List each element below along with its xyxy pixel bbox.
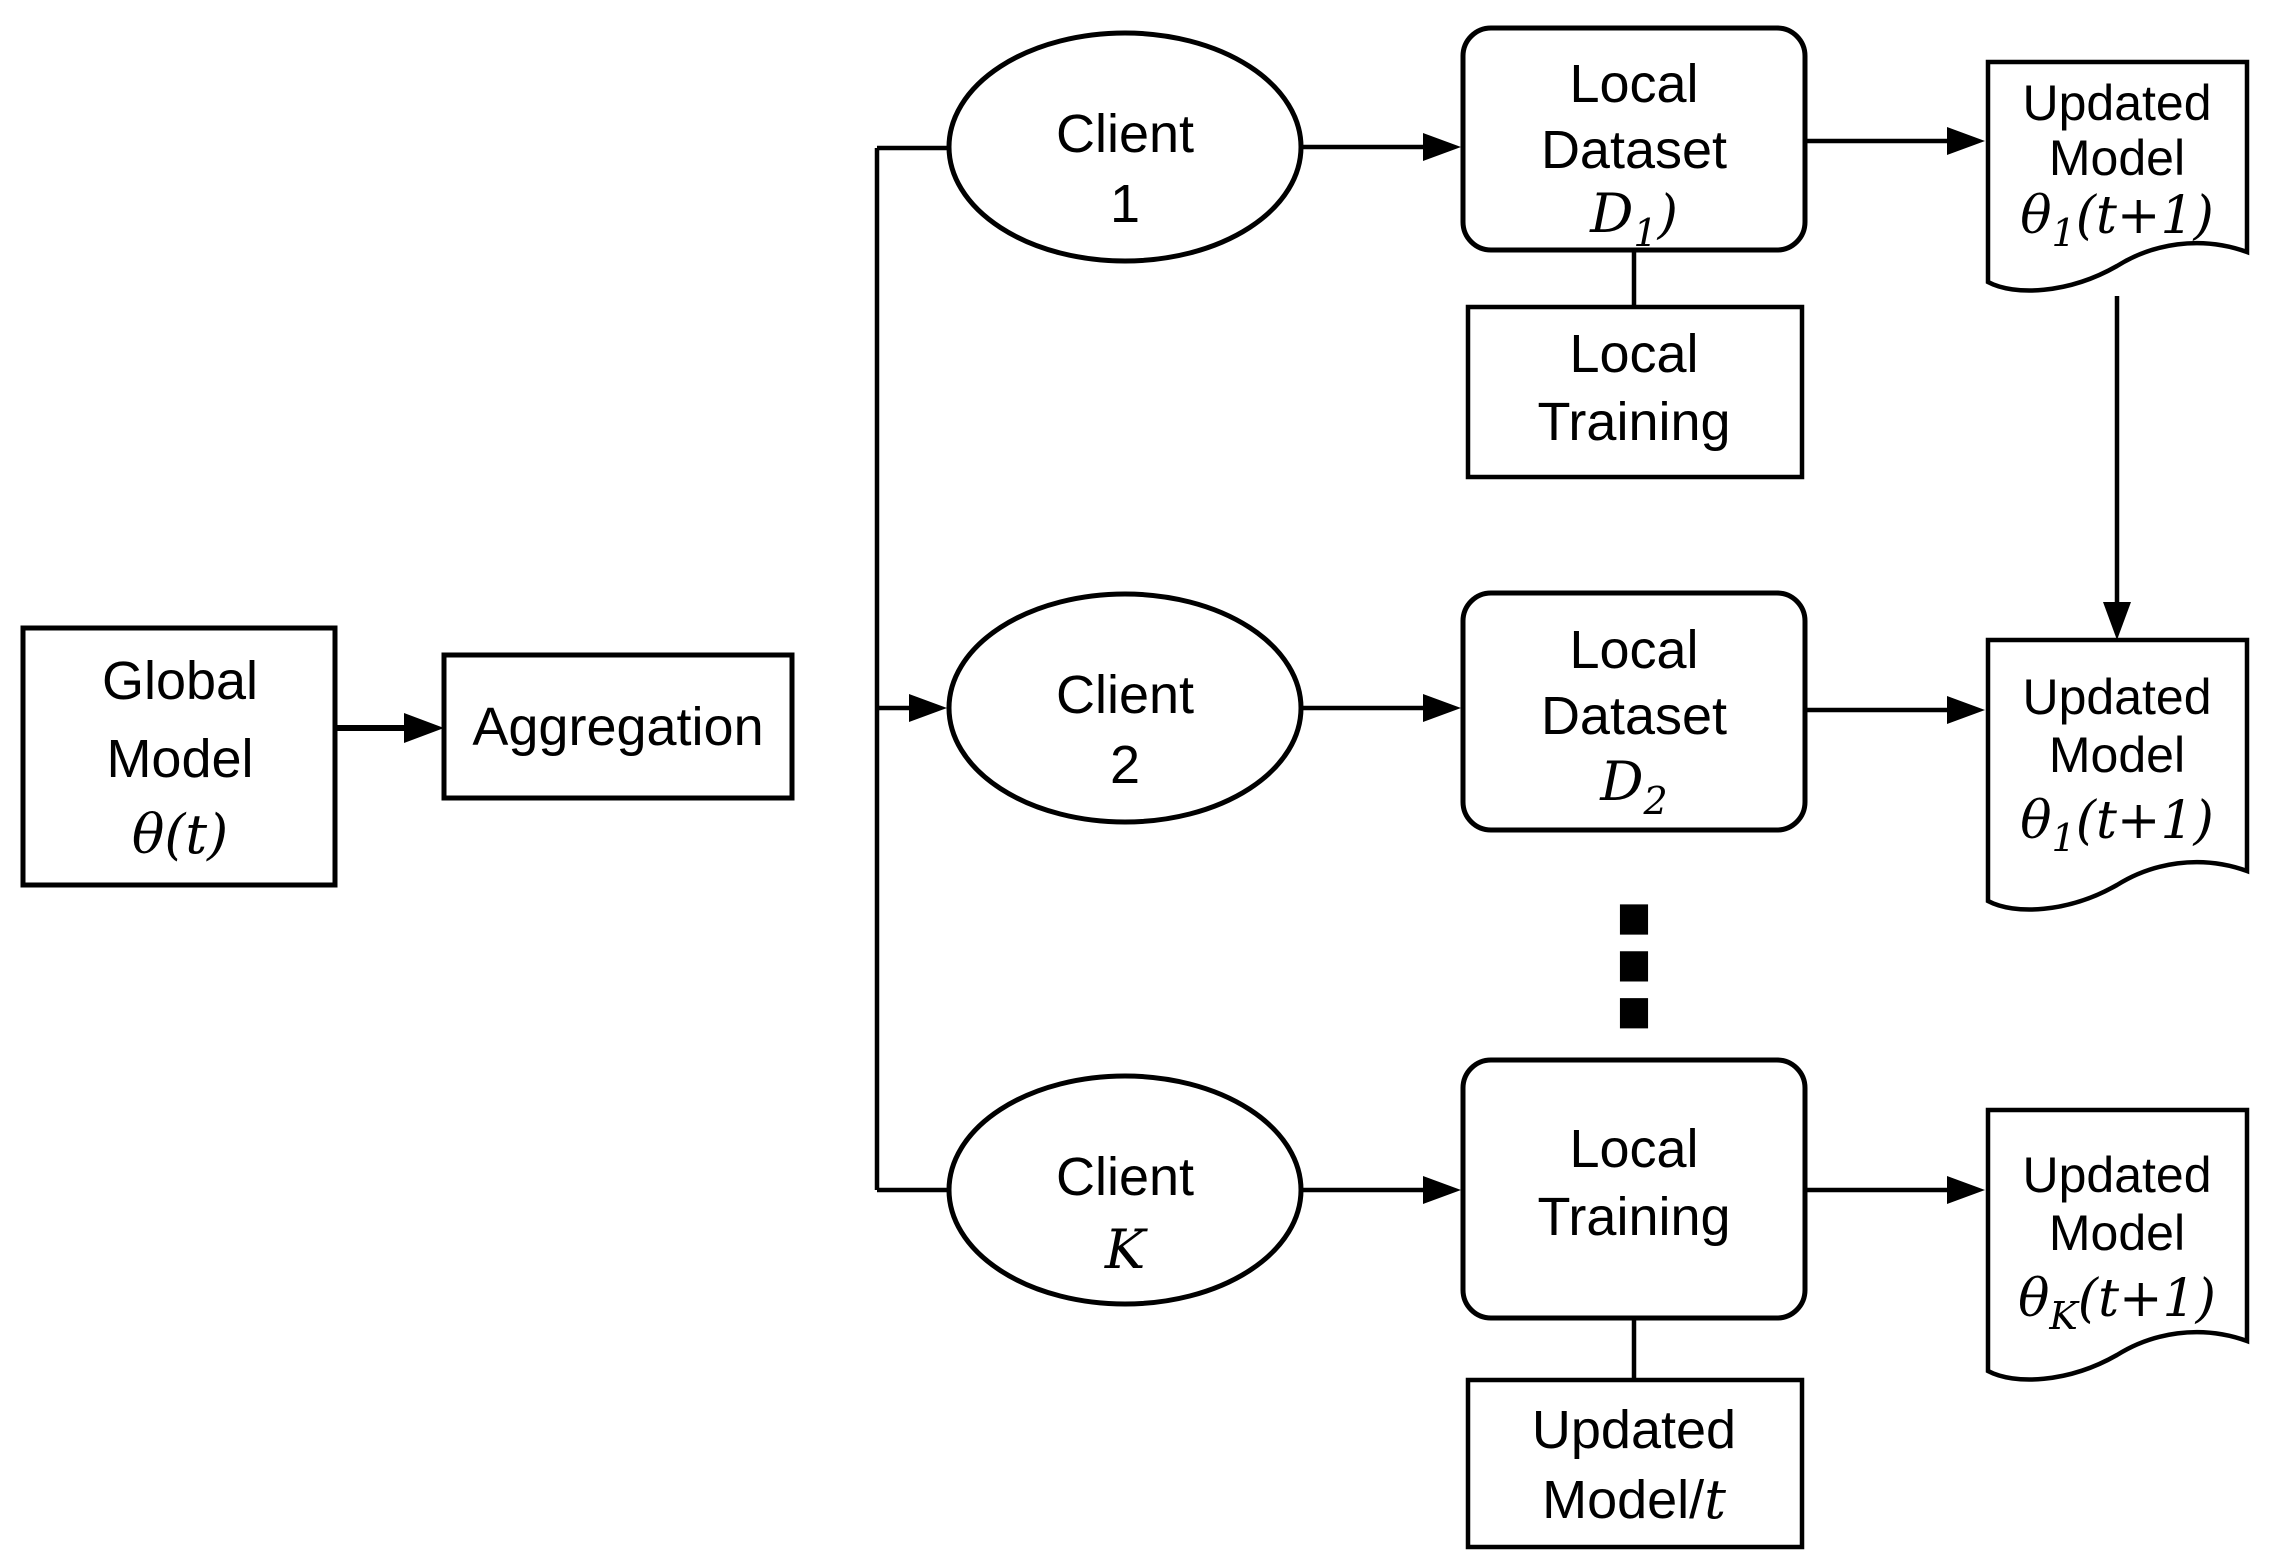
- local-training-1-box: Local Training: [1465, 304, 1805, 480]
- local-dataset-1-sub: 1: [1633, 211, 1657, 255]
- updated-model-1b-sym: θ: [2020, 791, 2051, 851]
- updated-model-k-line2: Model: [2049, 1205, 2185, 1261]
- local-training-1-line2: Training: [1537, 392, 1730, 452]
- updated-model-1b-sub: 1: [2052, 816, 2076, 860]
- arrow-global-to-aggregation: [335, 713, 444, 743]
- arrow-dataset2-to-updated2: [1805, 696, 1985, 724]
- client-1-line2: 1: [1110, 174, 1140, 234]
- local-dataset-1-line1: Local: [1569, 54, 1698, 114]
- global-model-line1: Global: [102, 651, 258, 711]
- global-model-line2: Model: [106, 729, 253, 789]
- client-1-line1: Client: [1056, 104, 1194, 164]
- arrow-dataset1-to-updated1: [1805, 127, 1985, 155]
- updated-model-k-math: θK(t+1): [2018, 1269, 2216, 1338]
- global-model-math: θ(t): [132, 803, 228, 866]
- arrow-updated1-to-updated2: [2103, 296, 2131, 640]
- local-dataset-2-box: Local Dataset D2: [1460, 590, 1808, 833]
- updated-model-1a-sub: 1: [2052, 211, 2076, 255]
- local-training-1-line1: Local: [1569, 324, 1698, 384]
- client-2-line2: 2: [1110, 735, 1140, 795]
- arrow-client2-to-dataset2: [1301, 694, 1461, 722]
- updated-model-1a-sym: θ: [2020, 186, 2051, 246]
- updated-model-k-line1: Updated: [2022, 1147, 2211, 1203]
- arrow-trainingk-to-updatedk: [1805, 1176, 1985, 1204]
- client-k-line1: Client: [1056, 1147, 1194, 1207]
- client-1-ellipse: Client 1: [946, 30, 1304, 264]
- updated-model-1b-doc: Updated Model θ1(t+1): [1985, 637, 2250, 912]
- vertical-ellipsis-icon: ⋮: [1554, 873, 1714, 1060]
- updated-model-t-sym: t: [1704, 1468, 1726, 1531]
- aggregation-box: Aggregation: [441, 652, 795, 801]
- local-dataset-1-line2: Dataset: [1541, 120, 1727, 180]
- local-dataset-1-sym: D: [1589, 182, 1633, 245]
- local-dataset-1-math: D1): [1589, 182, 1678, 255]
- updated-model-1a-tail: (t+1): [2076, 186, 2214, 246]
- global-model-box: Global Model θ(t): [20, 625, 338, 888]
- updated-model-k-sub: K: [2048, 1294, 2080, 1338]
- local-dataset-2-sym: D: [1599, 750, 1643, 813]
- client-branch-trunk: [874, 145, 951, 1193]
- updated-model-1a-doc: Updated Model θ1(t+1): [1985, 59, 2250, 293]
- updated-model-1a-line2: Model: [2049, 130, 2185, 186]
- client-k-ellipse: Client K: [946, 1073, 1304, 1307]
- client-k-line2: K: [1104, 1218, 1148, 1281]
- local-dataset-1-box: Local Dataset D1): [1460, 25, 1808, 255]
- updated-model-1a-line1: Updated: [2022, 75, 2211, 131]
- client-2-line1: Client: [1056, 665, 1194, 725]
- updated-model-t-box: Updated Model/t: [1465, 1377, 1805, 1550]
- arrow-clientk-to-trainingk: [1301, 1176, 1461, 1204]
- aggregation-label: Aggregation: [472, 697, 763, 757]
- updated-model-t-line2: Model/t: [1542, 1468, 1726, 1531]
- local-dataset-2-line2: Dataset: [1541, 686, 1727, 746]
- local-dataset-1-tail: ): [1657, 185, 1678, 245]
- local-training-k-box: Local Training: [1460, 1057, 1808, 1321]
- updated-model-1b-line1: Updated: [2022, 669, 2211, 725]
- updated-model-t-line2-sans: Model/: [1542, 1470, 1704, 1530]
- local-dataset-2-math: D2: [1599, 750, 1667, 823]
- updated-model-1a-math: θ1(t+1): [2020, 186, 2214, 255]
- updated-model-k-tail: (t+1): [2078, 1269, 2216, 1329]
- local-dataset-2-line1: Local: [1569, 620, 1698, 680]
- updated-model-k-sym: θ: [2018, 1269, 2049, 1329]
- updated-model-1b-tail: (t+1): [2076, 791, 2214, 851]
- updated-model-1b-line2: Model: [2049, 727, 2185, 783]
- updated-model-t-line1: Updated: [1532, 1400, 1736, 1460]
- arrow-client1-to-dataset1: [1301, 133, 1461, 161]
- edges: [335, 127, 2131, 1380]
- local-training-k-line2: Training: [1537, 1187, 1730, 1247]
- local-dataset-2-sub: 2: [1643, 779, 1668, 823]
- local-training-k-line1: Local: [1569, 1119, 1698, 1179]
- updated-model-k-doc: Updated Model θK(t+1): [1985, 1107, 2250, 1382]
- updated-model-1b-math: θ1(t+1): [2020, 791, 2214, 860]
- client-2-ellipse: Client 2: [946, 591, 1304, 825]
